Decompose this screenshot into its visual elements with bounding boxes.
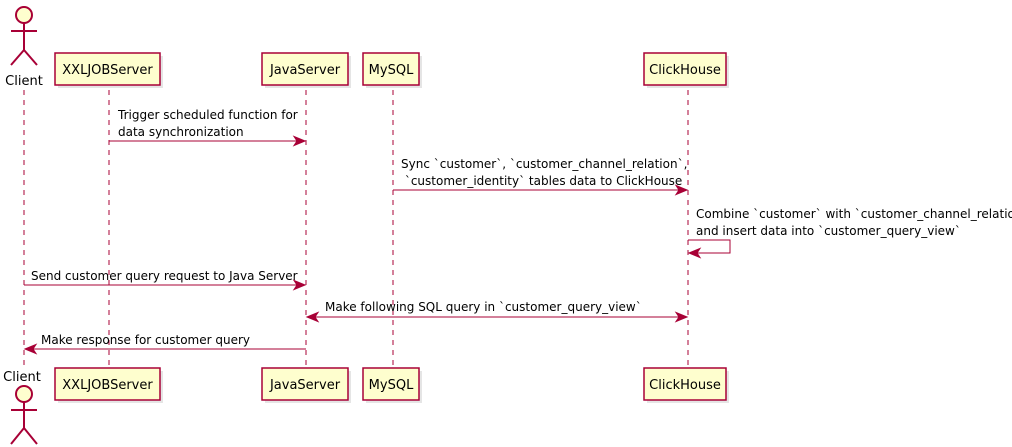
participant-clickhouse-bottom: ClickHouse bbox=[643, 367, 729, 403]
message-2-arrowhead bbox=[674, 184, 689, 196]
message-3-text-line1: Combine `customer` with `customer_channe… bbox=[696, 207, 1012, 221]
message-5-arrowhead-left bbox=[305, 311, 320, 323]
participant-clickhouse-label: ClickHouse bbox=[649, 63, 721, 78]
message-2-text-line1: Sync `customer`, `customer_channel_relat… bbox=[401, 157, 687, 171]
participant-javaserver-label: JavaServer bbox=[269, 63, 341, 78]
participant-xxljobserver-label: XXLJOBServer bbox=[62, 63, 153, 78]
message-3-arrow bbox=[688, 239, 731, 254]
participant-javaserver-top: JavaServer bbox=[261, 52, 351, 88]
message-6-arrowhead bbox=[23, 343, 38, 355]
client-actor-top bbox=[10, 6, 38, 66]
participant-xxljobserver-top: XXLJOBServer bbox=[54, 52, 163, 88]
message-4-arrowhead bbox=[292, 279, 307, 291]
message-3-text-line2: and insert data into `customer_query_vie… bbox=[696, 224, 961, 238]
message-5-text: Make following SQL query in `customer_qu… bbox=[325, 300, 642, 314]
participant-mysql-bottom: MySQL bbox=[362, 367, 422, 403]
participant-javaserver-bottom: JavaServer bbox=[261, 367, 351, 403]
message-4-text: Send customer query request to Java Serv… bbox=[31, 269, 298, 283]
message-1-text-line2: data synchronization bbox=[118, 125, 244, 139]
participant-mysql-label: MySQL bbox=[369, 63, 414, 78]
message-6-text: Make response for customer query bbox=[41, 333, 250, 347]
participant-javaserver-label: JavaServer bbox=[269, 378, 341, 393]
participant-xxljobserver-bottom: XXLJOBServer bbox=[54, 367, 163, 403]
participant-mysql-label: MySQL bbox=[369, 378, 414, 393]
client-label-bottom: Client bbox=[3, 370, 41, 385]
message-2-text-line2: `customer_identity` tables data to Click… bbox=[401, 174, 682, 188]
message-1-arrowhead bbox=[292, 135, 307, 147]
participant-clickhouse-label: ClickHouse bbox=[649, 378, 721, 393]
participant-mysql-top: MySQL bbox=[362, 52, 422, 88]
message-1-text-line1: Trigger scheduled function for bbox=[117, 108, 298, 122]
client-label-top: Client bbox=[5, 74, 43, 89]
message-3-arrowhead bbox=[687, 247, 702, 259]
participant-clickhouse-top: ClickHouse bbox=[643, 52, 729, 88]
message-5-arrowhead-right bbox=[674, 311, 689, 323]
client-actor-bottom bbox=[10, 385, 38, 445]
participant-xxljobserver-label: XXLJOBServer bbox=[62, 378, 153, 393]
